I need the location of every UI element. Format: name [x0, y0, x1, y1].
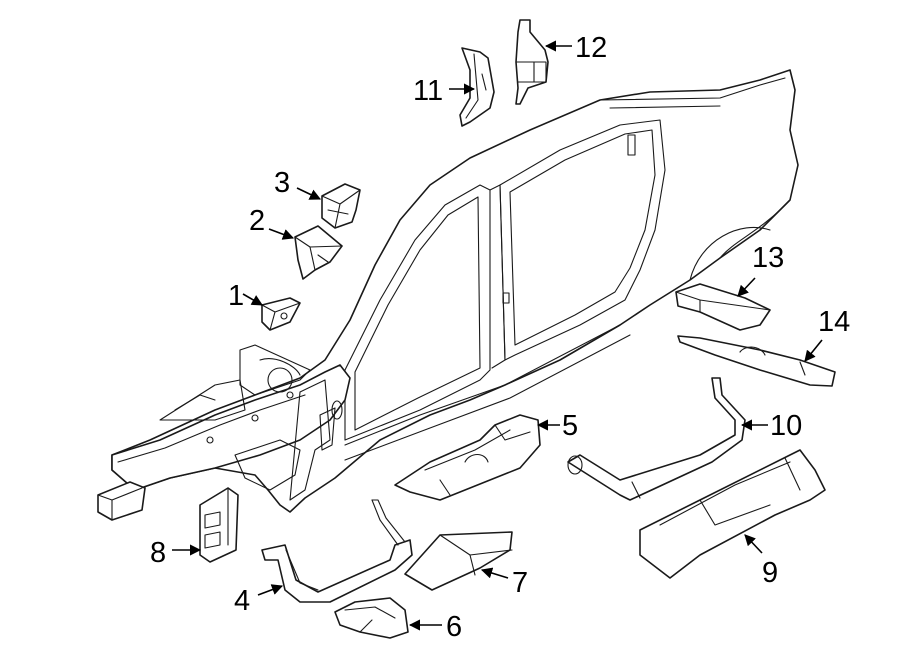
- part-9-floor-panel: [639, 449, 826, 579]
- part-8-bracket: [199, 487, 239, 563]
- callout-11: 11: [413, 75, 443, 107]
- callouts: 1 2 3 4 5 6 7 8 9 10 11 12 13 14: [150, 32, 850, 643]
- part-3-reinforcement: [321, 183, 361, 229]
- front-rail-structure: [97, 344, 351, 521]
- callout-8: 8: [150, 537, 166, 569]
- part-10-sill-reinforcement: [567, 377, 746, 501]
- callout-4: 4: [234, 585, 250, 617]
- callout-14: 14: [818, 306, 850, 338]
- part-12-pillar-bracket: [515, 19, 549, 105]
- callout-12: 12: [575, 32, 607, 64]
- callout-10: 10: [770, 410, 802, 442]
- callout-5: 5: [562, 410, 578, 442]
- callout-13: 13: [752, 242, 784, 274]
- part-7-panel: [404, 531, 513, 591]
- part-6-patch: [334, 597, 409, 639]
- callout-1: 1: [228, 280, 244, 312]
- part-14-quarter-reinforcement: [677, 335, 836, 387]
- part-4-rocker-support: [261, 499, 413, 603]
- callout-2: 2: [249, 205, 265, 237]
- callout-6: 6: [446, 611, 462, 643]
- part-1-bracket: [261, 297, 301, 331]
- callout-9: 9: [762, 557, 778, 589]
- part-5-floor-bracket: [394, 414, 541, 501]
- part-2-reinforcement: [294, 225, 343, 280]
- part-11-pillar-reinforcement: [459, 47, 495, 127]
- callout-3: 3: [274, 167, 290, 199]
- part-13-quarter-bracket: [675, 283, 771, 331]
- callout-7: 7: [512, 567, 528, 599]
